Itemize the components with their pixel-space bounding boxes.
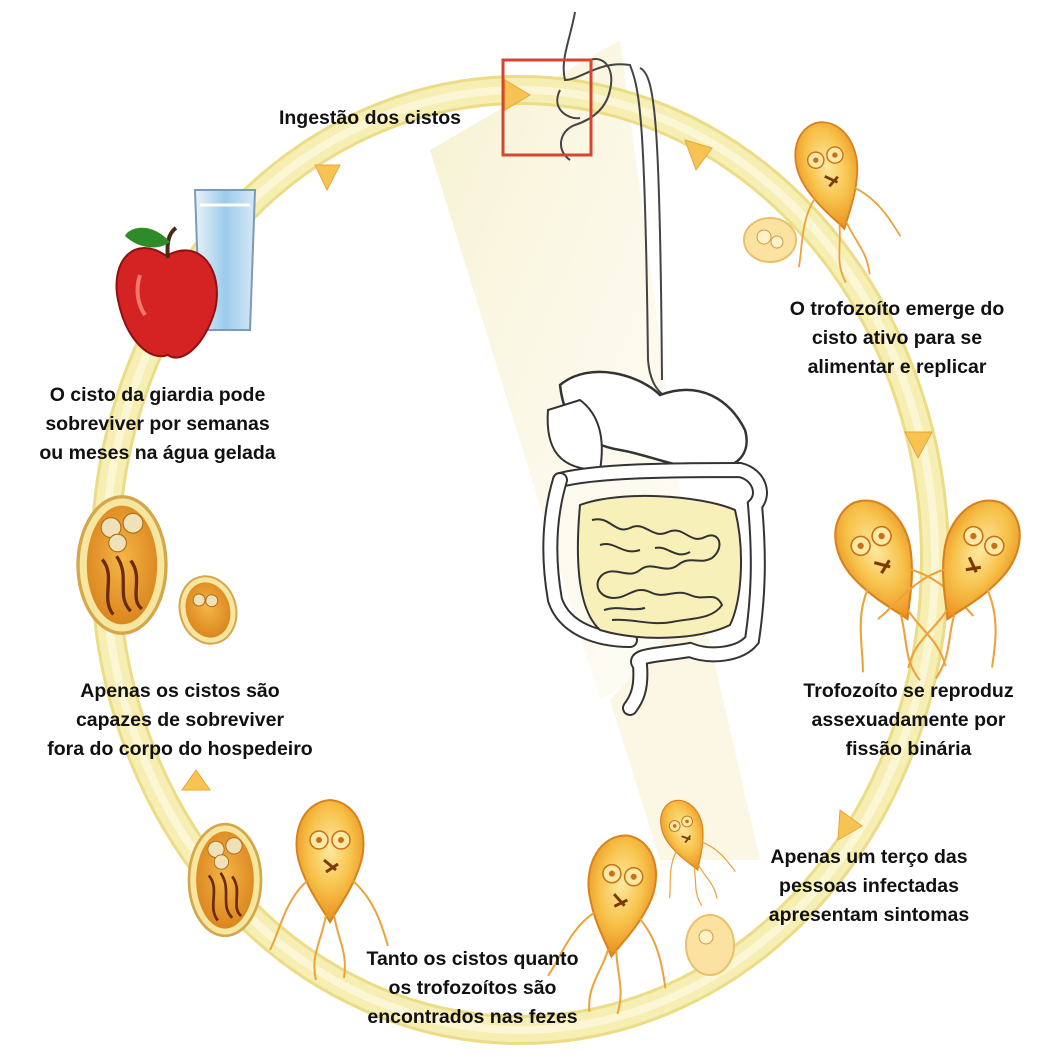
cyst-icon-bottom-left — [189, 824, 261, 936]
label-trophozoite-emerges: O trofozoíto emerge do cisto ativo para … — [752, 295, 1042, 382]
label-binary-fission: Trofozoíto se reproduz assexuadamente po… — [770, 677, 1047, 764]
cyst-icon-left-large — [78, 497, 166, 633]
label-cyst-survives-water: O cisto da giardia pode sobreviver por s… — [0, 381, 315, 468]
cyst-icon-top-right — [744, 218, 796, 262]
label-only-cysts-survive: Apenas os cistos são capazes de sobreviv… — [10, 677, 350, 764]
cyst-icon-bottom-right — [686, 915, 734, 975]
arrow-head-left — [182, 770, 210, 790]
label-found-in-feces: Tanto os cistos quanto os trofozoítos sã… — [330, 945, 615, 1032]
arrow-head-upper-left — [315, 165, 340, 190]
label-third-symptomatic: Apenas um terço das pessoas infectadas a… — [738, 843, 1000, 930]
cyst-icon-left-small — [172, 570, 244, 650]
label-ingestion: Ingestão dos cistos — [250, 104, 490, 133]
